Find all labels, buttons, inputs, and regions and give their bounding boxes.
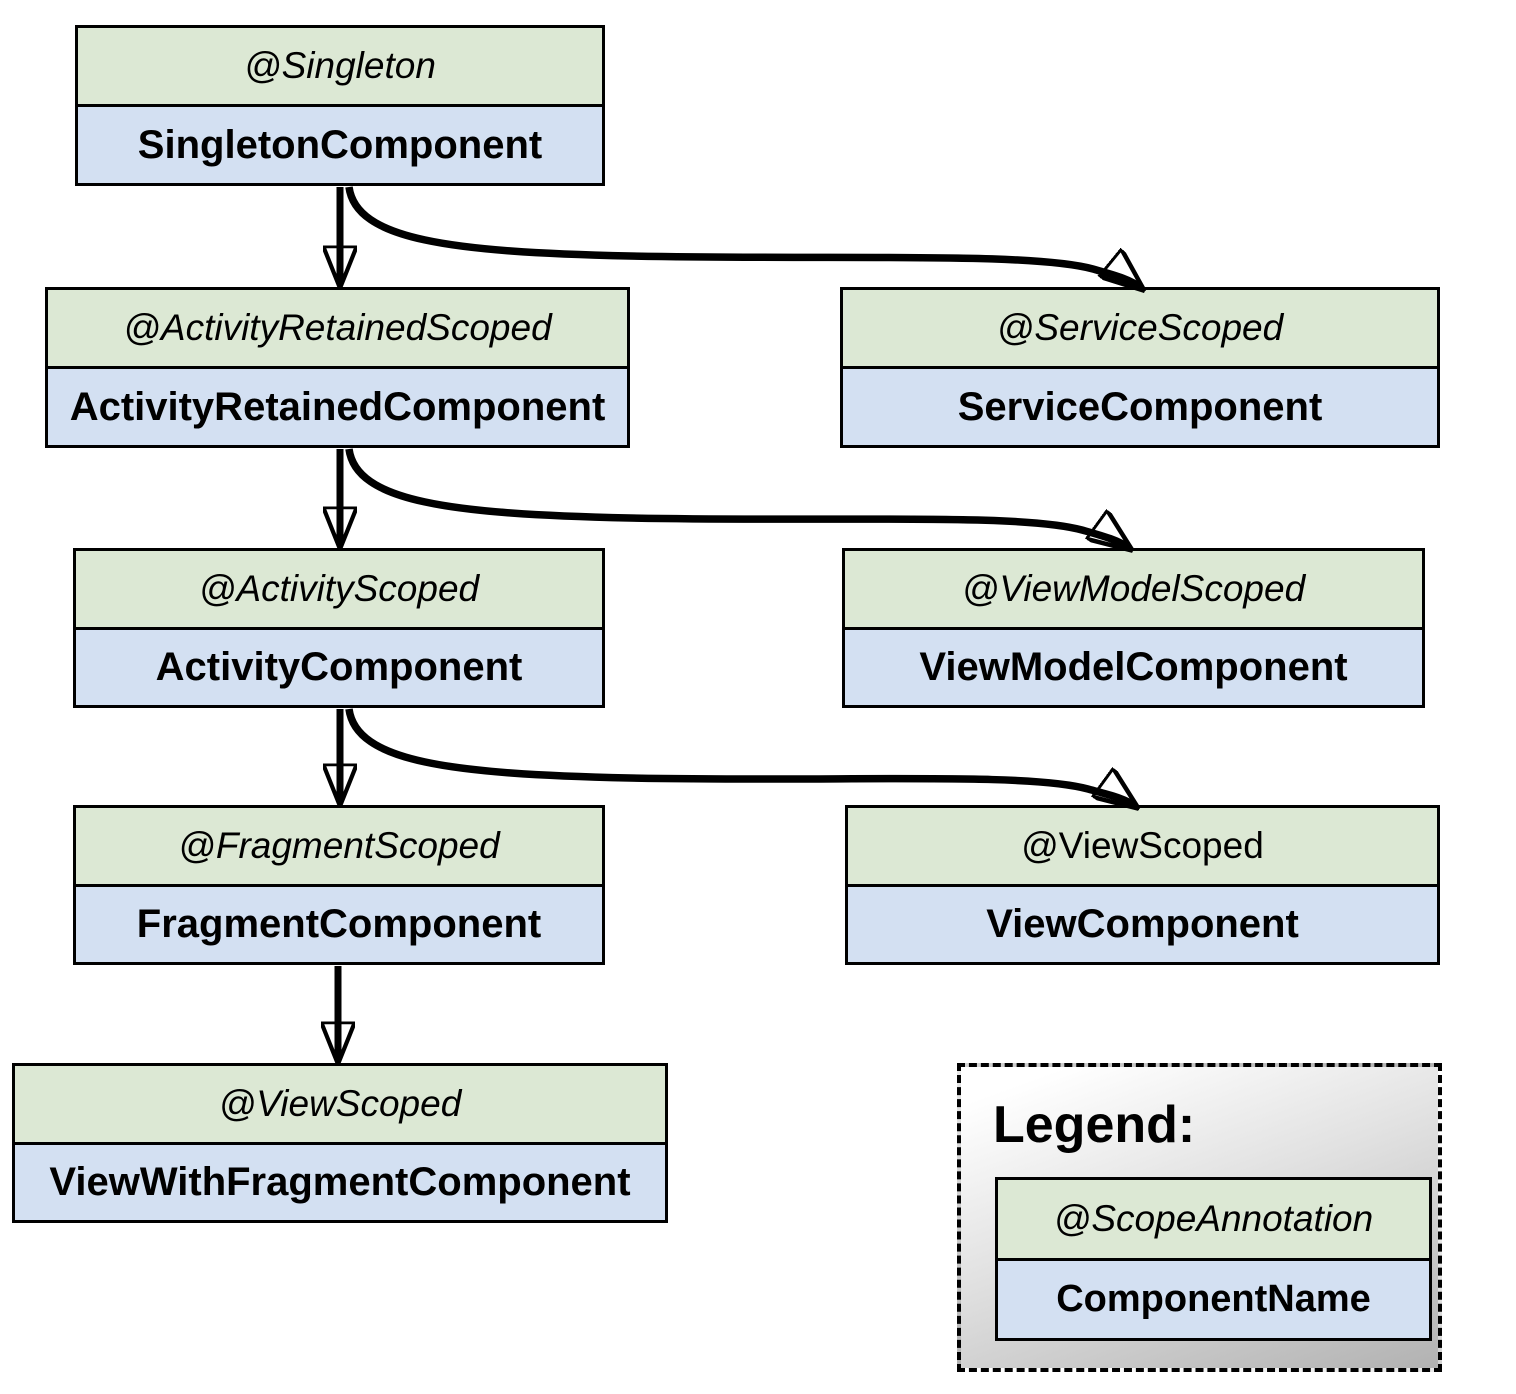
scope-annotation-label: @ViewScoped (848, 808, 1437, 887)
component-name-label: FragmentComponent (76, 886, 602, 962)
node-singleton-component: @Singleton SingletonComponent (75, 25, 605, 186)
arrow-singleton-to-service (345, 186, 1141, 288)
arrow-activity-to-view (345, 708, 1135, 806)
legend-sample-node: @ScopeAnnotation ComponentName (995, 1177, 1432, 1341)
scope-annotation-label: @Singleton (78, 28, 602, 107)
legend-component-name-label: ComponentName (998, 1260, 1429, 1338)
legend-box: Legend: @ScopeAnnotation ComponentName (957, 1063, 1442, 1372)
component-name-label: ServiceComponent (843, 369, 1437, 445)
component-name-label: ViewModelComponent (845, 629, 1422, 705)
legend-scope-annotation-label: @ScopeAnnotation (998, 1180, 1429, 1261)
node-fragment-component: @FragmentScoped FragmentComponent (73, 805, 605, 965)
node-service-component: @ServiceScoped ServiceComponent (840, 287, 1440, 448)
component-name-label: ActivityRetainedComponent (48, 369, 627, 445)
scope-annotation-label: @ActivityScoped (76, 551, 602, 630)
node-view-model-component: @ViewModelScoped ViewModelComponent (842, 548, 1425, 708)
node-view-component: @ViewScoped ViewComponent (845, 805, 1440, 965)
component-name-label: SingletonComponent (78, 107, 602, 183)
scope-annotation-label: @ViewScoped (15, 1066, 665, 1145)
scope-annotation-label: @ServiceScoped (843, 290, 1437, 369)
node-activity-component: @ActivityScoped ActivityComponent (73, 548, 605, 708)
node-view-with-fragment-component: @ViewScoped ViewWithFragmentComponent (12, 1063, 668, 1223)
component-name-label: ViewWithFragmentComponent (15, 1144, 665, 1220)
scope-annotation-label: @ActivityRetainedScoped (48, 290, 627, 369)
legend-title: Legend: (993, 1096, 1196, 1154)
arrow-activityretained-to-viewmodel (345, 448, 1129, 548)
component-name-label: ViewComponent (848, 886, 1437, 962)
scope-annotation-label: @FragmentScoped (76, 808, 602, 887)
scope-annotation-label: @ViewModelScoped (845, 551, 1422, 630)
component-name-label: ActivityComponent (76, 629, 602, 705)
node-activity-retained-component: @ActivityRetainedScoped ActivityRetained… (45, 287, 630, 448)
